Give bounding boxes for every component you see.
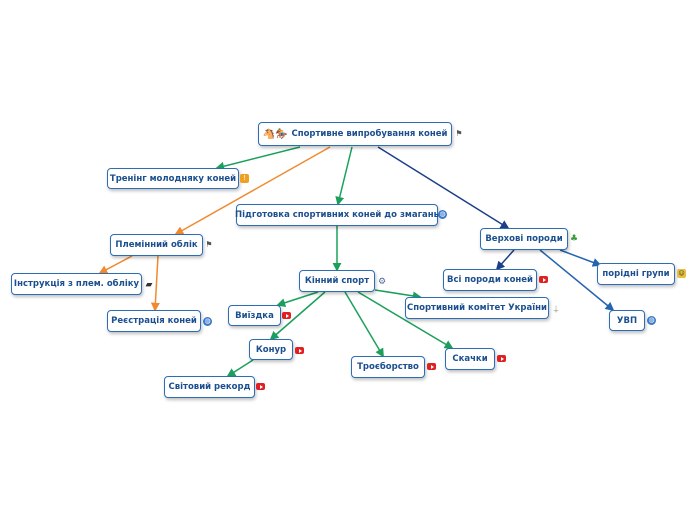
connector-root-pidgotovka <box>335 146 353 206</box>
youtube-icon[interactable] <box>497 355 506 362</box>
people-icon[interactable]: ☺ <box>677 269 686 278</box>
node-label: Кінний спорт <box>304 276 370 286</box>
node-instruktsiya[interactable]: Інструкція з плем. обліку <box>11 273 142 295</box>
node-skachky[interactable]: Скачки <box>445 348 495 370</box>
node-pleminnyi[interactable]: Племінний облік <box>110 234 203 256</box>
connector-root-pleminnyi <box>174 146 331 235</box>
globe-icon[interactable]: ◍ <box>647 316 656 325</box>
youtube-icon[interactable] <box>427 363 436 370</box>
node-label: Конур <box>255 344 287 355</box>
node-konur[interactable]: Конур <box>249 339 293 360</box>
connector-pleminnyi-reiestratsiya <box>150 255 160 312</box>
connector-kinnyi-troieborstvo <box>344 291 384 358</box>
connector-verkhovi-poridni <box>559 249 602 267</box>
horse-rider-icon: 🐴🏇 <box>262 128 288 140</box>
node-root[interactable]: 🐴🏇Спортивне випробування коней <box>258 122 452 146</box>
node-uvp[interactable]: УВП <box>609 310 645 331</box>
flag-icon[interactable]: ⚑ <box>205 240 213 249</box>
connector-pleminnyi-instruktsiya <box>98 255 133 274</box>
node-label: Спортивне випробування коней <box>291 129 448 139</box>
node-poridni[interactable]: порідні групи <box>597 263 675 285</box>
connector-verkhovi-uvp <box>539 249 615 312</box>
node-label: Скачки <box>452 354 488 364</box>
node-trening[interactable]: Тренінг молодняку коней <box>107 168 239 189</box>
youtube-icon[interactable] <box>256 383 265 390</box>
node-label: Племінний облік <box>115 240 198 250</box>
connector-kinnyi-skachky <box>357 291 454 349</box>
globe-icon[interactable]: ◍ <box>438 210 447 219</box>
node-kinnyi[interactable]: Кінний спорт <box>299 270 375 292</box>
microphone-icon[interactable]: ⍊ <box>553 304 559 313</box>
tree-icon[interactable]: ♣ <box>569 233 579 244</box>
node-verkhovi[interactable]: Верхові породи <box>480 228 568 250</box>
youtube-icon[interactable] <box>295 347 304 354</box>
flag-icon[interactable]: ⚑ <box>455 129 463 138</box>
node-label: Спортивний комітет України <box>407 303 547 313</box>
node-label: порідні групи <box>602 269 670 279</box>
node-label: Світовий рекорд <box>168 382 251 392</box>
bulb-icon[interactable]: ! <box>240 174 249 183</box>
connector-root-verkhovi <box>377 146 510 229</box>
connector-kinnyi-komitet <box>374 289 422 301</box>
connector-konur-svitovyi <box>226 359 254 377</box>
node-pidgotovka[interactable]: Підготовка спортивних коней до змагань <box>234 204 440 226</box>
node-label: Троєборство <box>357 362 419 372</box>
node-label: Виїздка <box>235 310 274 321</box>
connector-verkhovi-vsi <box>495 249 515 271</box>
node-vyizdka[interactable]: Виїздка <box>228 305 281 326</box>
node-troieborstvo[interactable]: Троєборство <box>351 356 425 378</box>
node-komitet[interactable]: Спортивний комітет України <box>405 297 549 319</box>
node-label: Інструкція з плем. обліку <box>13 279 140 289</box>
node-label: Реєстрація коней <box>111 316 197 326</box>
node-svitovyi[interactable]: Світовий рекорд <box>164 376 255 398</box>
camera-icon[interactable]: ▰ <box>145 279 153 290</box>
node-vsi[interactable]: Всі породи коней <box>443 269 537 291</box>
globe-icon[interactable]: ◍ <box>203 317 212 326</box>
connector-root-trening <box>215 146 301 171</box>
node-label: УВП <box>616 315 638 326</box>
connector-kinnyi-vyizdka <box>276 291 319 308</box>
youtube-icon[interactable] <box>539 276 548 283</box>
node-label: Тренінг молодняку коней <box>109 173 237 184</box>
connector-kinnyi-konur <box>269 291 326 341</box>
node-label: Верхові породи <box>485 234 563 244</box>
node-reiestratsiya[interactable]: Реєстрація коней <box>107 310 201 332</box>
node-label: Підготовка спортивних коней до змагань <box>234 210 440 220</box>
youtube-icon[interactable] <box>282 312 291 319</box>
gear-icon[interactable]: ⚙ <box>377 276 387 287</box>
node-label: Всі породи коней <box>447 275 534 285</box>
